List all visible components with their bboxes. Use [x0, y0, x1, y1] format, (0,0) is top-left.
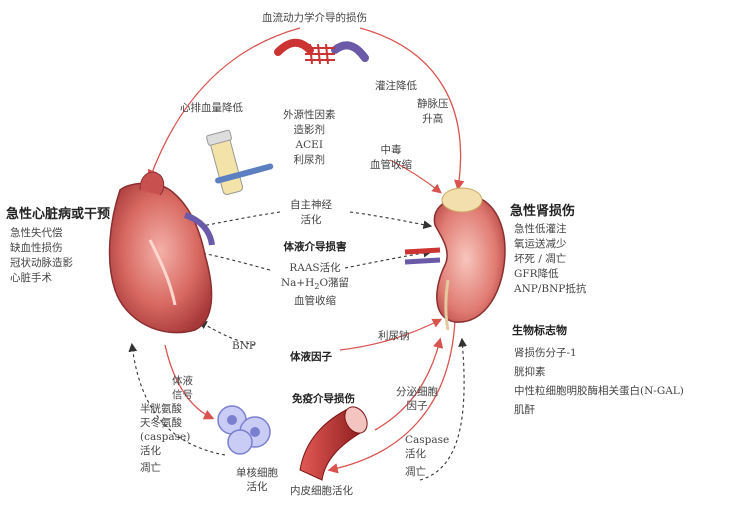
- arrow-toxic: [389, 159, 442, 194]
- arc-bottom-left: [164, 344, 215, 420]
- fluid-injury-raas: RAAS活化: [289, 262, 341, 274]
- heart-item: 心脏手术: [10, 272, 52, 284]
- autonomic-line-2: 活化: [300, 214, 322, 226]
- biomarker-item: 肌酐: [514, 404, 535, 416]
- arrow-fluid-left: [192, 248, 271, 271]
- venous-line-2: 升高: [422, 113, 444, 125]
- biomarker-item: 肾损伤分子-1: [514, 347, 577, 359]
- arrow-autonomic-right: [349, 211, 433, 230]
- kidney-item: 急性低灌注: [514, 223, 567, 235]
- autonomic-line-1: 自主神经: [290, 199, 332, 211]
- kidney-list: 急性低灌注 氧运送减少 坏死 / 凋亡 GFR降低 ANP/BNP抵抗: [514, 222, 586, 297]
- label-toxic-vasoconstriction: 中毒 血管收缩: [370, 143, 412, 173]
- signal-line-1: 体液: [172, 375, 193, 387]
- capillary-icon: [274, 38, 369, 65]
- monocyte-line-2: 活化: [246, 481, 268, 493]
- monocyte-cells: [217, 405, 271, 455]
- secretory-line-2: 因子: [406, 400, 428, 412]
- heart-item: 急性失代偿: [10, 227, 63, 239]
- label-caspase-right: Caspase 活化: [405, 433, 449, 461]
- caspase-left-line: 活化: [140, 445, 161, 457]
- kidney-illustration: [404, 187, 506, 331]
- label-monocyte: 单核细胞 活化: [236, 466, 278, 494]
- label-secretory-factor: 分泌细胞 因子: [396, 385, 438, 413]
- label-bodyfluid-signal: 体液 信号: [172, 374, 193, 402]
- arc-top-left: [147, 27, 301, 181]
- arc-top-right: [359, 27, 465, 191]
- caspase-left-line: 半胱氨酸: [140, 403, 182, 415]
- arc-bottom-right: [327, 319, 456, 474]
- arc-secretory: [374, 337, 444, 431]
- kidney-item: 氧运送减少: [514, 238, 567, 250]
- venous-line-1: 静脉压: [417, 98, 449, 110]
- exogenous-diuretic: 利尿剂: [293, 154, 326, 166]
- biomarker-item: 中性粒细胞明胶酶相关蛋白(N-GAL): [514, 385, 684, 397]
- heart-item: 缺血性损伤: [10, 242, 63, 254]
- kidney-item: GFR降低: [514, 268, 559, 280]
- label-endothelial: 内皮细胞活化: [290, 485, 353, 497]
- exogenous-contrast: 造影剂: [293, 124, 326, 136]
- kidney-item: 坏死 / 凋亡: [514, 253, 567, 265]
- heart-illustration: [108, 171, 215, 334]
- toxic-line-2: 血管收缩: [370, 159, 412, 171]
- label-caspase-left: 半胱氨酸 天冬氨酸 (caspase) 活化: [140, 402, 190, 458]
- fluid-injury-sodium: Na+H2O潴留: [280, 277, 350, 292]
- fluid-injury-title: 体液介导损害: [283, 241, 347, 253]
- vessel-illustration: [299, 406, 368, 481]
- label-perfusion-decrease: 灌注降低: [375, 80, 417, 92]
- heart-item: 冠状动脉造影: [10, 257, 73, 269]
- kidney-item: ANP/BNP抵抗: [514, 283, 587, 295]
- caspase-right-line: Caspase: [405, 434, 450, 446]
- heart-title: 急性心脏病或干预: [6, 207, 111, 222]
- caspase-right-line: 活化: [405, 448, 426, 460]
- label-venous-pressure: 静脉压 升高: [417, 97, 449, 127]
- caspase-left-line: (caspase): [140, 431, 191, 443]
- label-apoptosis-left: 凋亡: [140, 462, 161, 474]
- biomarkers-list: 肾损伤分子-1 胱抑素 中性粒细胞明胶酶相关蛋白(N-GAL) 肌酐: [514, 344, 684, 420]
- label-cardiac-output-decrease: 心排血量降低: [180, 102, 243, 114]
- caspase-left-line: 天冬氨酸: [140, 417, 182, 429]
- arrow-right-bottom: [419, 337, 467, 481]
- biomarker-item: 胱抑素: [514, 366, 546, 378]
- label-hemodynamic: 血流动力学介导的损伤: [262, 12, 367, 24]
- label-natriuretic: 利尿钠: [378, 330, 410, 342]
- toxic-line-1: 中毒: [380, 144, 402, 156]
- fluid-injury-vaso: 血管收缩: [294, 295, 336, 308]
- kidney-title: 急性肾损伤: [510, 204, 576, 219]
- arrow-natriuretic: [339, 318, 443, 351]
- label-fluid-factor: 体液因子: [290, 351, 332, 363]
- heart-list: 急性失代偿 缺血性损伤 冠状动脉造影 心脏手术: [10, 226, 73, 286]
- label-immune-injury: 免疫介导损伤: [292, 393, 355, 405]
- label-autonomic: 自主神经 活化: [290, 198, 332, 228]
- exogenous-title: 外源性因素: [283, 109, 336, 121]
- signal-line-2: 信号: [172, 389, 193, 401]
- exogenous-factors: 外源性因素 造影剂 ACEI 利尿剂: [283, 108, 336, 168]
- label-bnp: BNP: [232, 340, 256, 352]
- exogenous-acei: ACEI: [295, 139, 323, 151]
- arrow-left-bottom: [128, 342, 226, 456]
- monocyte-line-1: 单核细胞: [236, 467, 278, 479]
- fluid-injury-block: 体液介导损害 RAAS活化 Na+H2O潴留 血管收缩: [270, 240, 360, 309]
- secretory-line-1: 分泌细胞: [396, 386, 438, 398]
- drug-vial-icon: [206, 129, 274, 196]
- label-apoptosis-right: 凋亡: [405, 466, 426, 478]
- biomarkers-title: 生物标志物: [512, 324, 567, 337]
